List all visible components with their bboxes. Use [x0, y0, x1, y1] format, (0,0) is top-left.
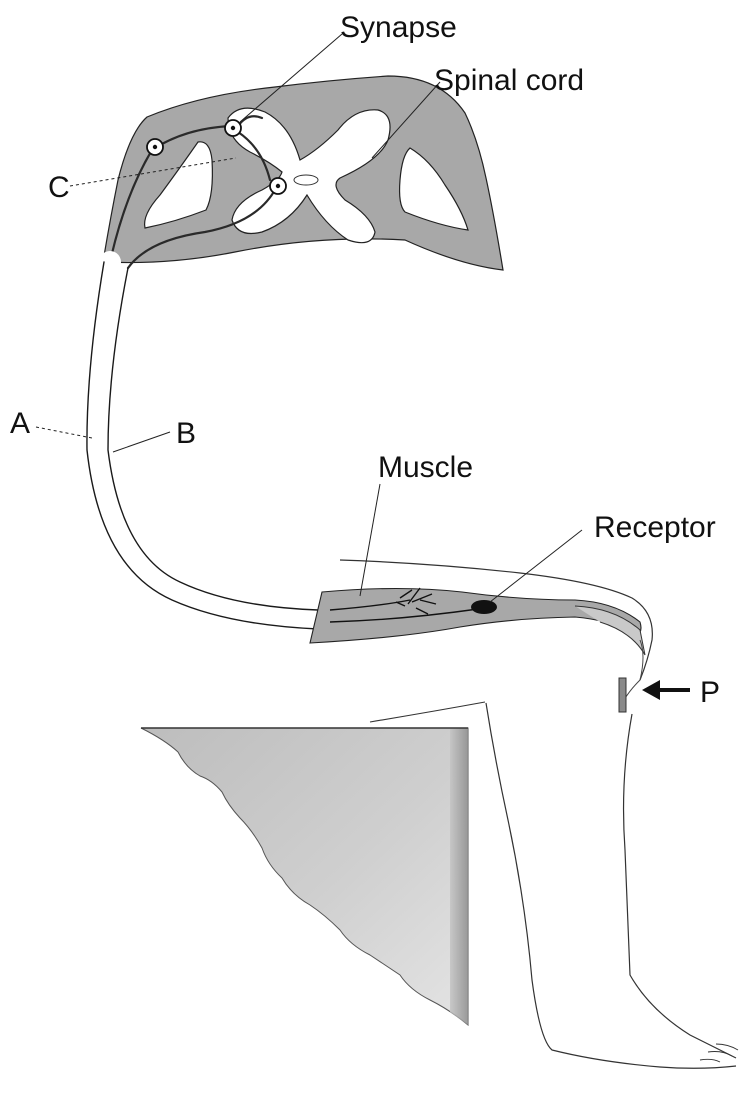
muscle-leader-line: [360, 484, 380, 596]
a-leader-line: [36, 427, 92, 438]
nerve-a-outer: [87, 262, 318, 629]
calf-back: [486, 703, 736, 1068]
quadriceps-muscle: [310, 588, 645, 655]
sensory-cell-nucleus: [153, 145, 157, 149]
shin-front: [624, 714, 736, 1058]
label-c: C: [48, 171, 70, 204]
knee-tendon-white: [624, 640, 643, 700]
motor-cell-nucleus: [276, 184, 280, 188]
b-leader-line: [113, 432, 170, 452]
patellar-tendon-strip: [619, 678, 626, 712]
label-b: B: [176, 417, 196, 450]
label-muscle: Muscle: [378, 451, 473, 484]
chair-body: [141, 728, 468, 1025]
chair-seat: [141, 728, 468, 1025]
label-receptor: Receptor: [594, 511, 716, 544]
receptor-spindle: [471, 600, 497, 614]
central-canal: [294, 175, 318, 185]
thigh-underside: [370, 702, 485, 722]
spinal-cord-section: [103, 76, 503, 270]
label-spinal-cord: Spinal cord: [434, 64, 584, 97]
label-synapse: Synapse: [340, 11, 457, 44]
arrow-p-head: [642, 680, 660, 700]
receptor-leader-line: [490, 530, 582, 602]
chair-edge-shade: [450, 728, 468, 1025]
synapse-cell-nucleus: [231, 126, 235, 130]
arrow-p: [642, 680, 690, 700]
nerve-bundle-white: [96, 262, 330, 620]
label-p: P: [700, 676, 720, 709]
nerve-fibre-bundle: [87, 262, 330, 629]
toes: [700, 1044, 738, 1062]
label-a: A: [10, 407, 30, 440]
